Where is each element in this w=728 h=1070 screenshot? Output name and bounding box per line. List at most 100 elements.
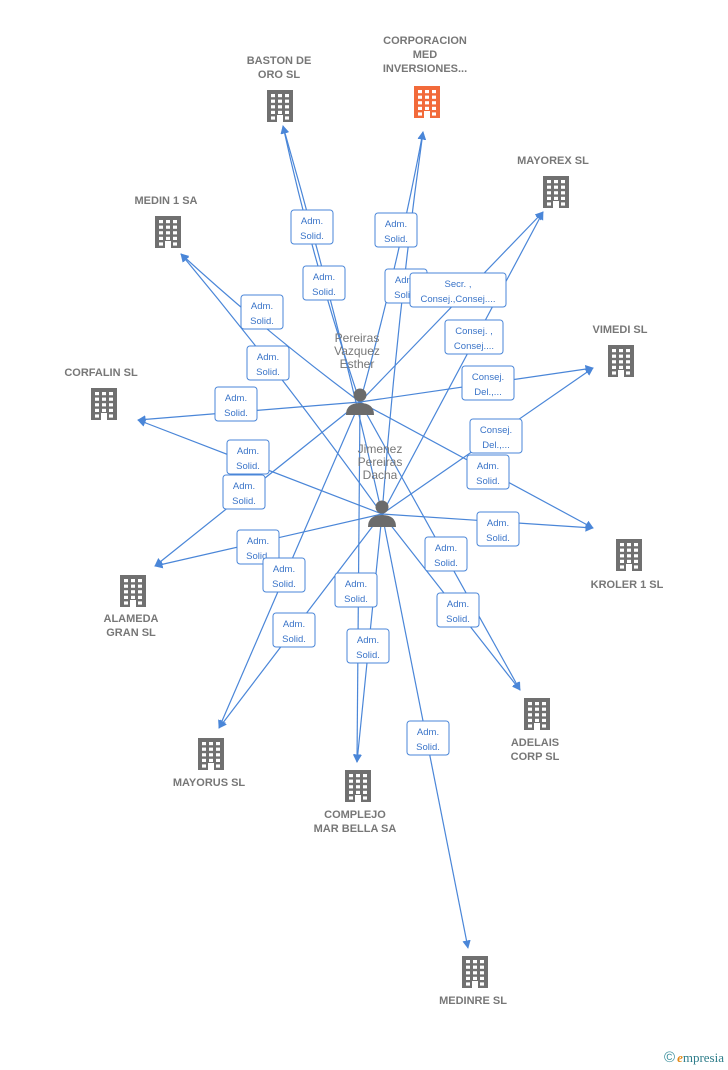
building-window xyxy=(216,758,220,762)
building-window xyxy=(418,112,422,116)
relation-label[interactable]: Adm.Solid. xyxy=(476,511,520,547)
relation-label[interactable]: Consej. ,Consej.... xyxy=(444,319,504,355)
building-window xyxy=(634,565,638,569)
building-window xyxy=(432,106,436,110)
company-label-line: CORPORACION xyxy=(383,35,467,47)
building-window xyxy=(547,202,551,206)
relation-label[interactable]: Consej.Del.,... xyxy=(461,365,515,401)
building-icon[interactable] xyxy=(267,90,293,122)
company-node-medin[interactable]: MEDIN 1 SA xyxy=(135,195,198,248)
relation-label-text-line: Adm. xyxy=(345,579,367,590)
relation-label-text-line: Solid. xyxy=(282,634,306,645)
building-window xyxy=(159,220,163,224)
empresia-logo[interactable]: ©empresia xyxy=(664,1049,724,1066)
building-icon[interactable] xyxy=(462,956,488,988)
building-icon[interactable] xyxy=(91,388,117,420)
building-window xyxy=(425,101,429,105)
relation-label[interactable]: Adm.Solid. xyxy=(334,572,378,608)
building-icon[interactable] xyxy=(524,698,550,730)
company-node-kroler[interactable]: KROLER 1 SL xyxy=(591,539,664,591)
building-door xyxy=(534,723,540,730)
building-window xyxy=(620,548,624,552)
building-icon[interactable] xyxy=(608,345,634,377)
building-icon[interactable] xyxy=(120,575,146,607)
company-label: CORFALIN SL xyxy=(64,367,138,379)
building-icon[interactable] xyxy=(543,176,569,208)
building-window xyxy=(554,185,558,189)
relation-label[interactable]: Adm.Solid. xyxy=(240,294,284,330)
relation-label-text-line: Adm. xyxy=(395,275,417,286)
relation-label[interactable]: Adm.Solid. xyxy=(466,454,510,490)
relation-label[interactable]: Adm.Solid. xyxy=(246,345,290,381)
relation-label[interactable]: Adm.Solid. xyxy=(236,529,280,565)
building-door xyxy=(130,600,136,607)
person-icon[interactable] xyxy=(368,500,396,528)
relation-label[interactable]: Adm.Solid. xyxy=(226,439,270,475)
building-window xyxy=(619,365,623,369)
company-label: MAYOREX SL xyxy=(517,155,589,167)
building-window xyxy=(480,976,484,980)
building-window xyxy=(131,579,135,583)
company-node-medinre[interactable]: MEDINRE SL xyxy=(439,956,507,1007)
building-window xyxy=(363,790,367,794)
company-label-line: MED xyxy=(413,49,438,61)
building-window xyxy=(466,982,470,986)
relation-label[interactable]: Adm.Solid. xyxy=(214,386,258,422)
building-window xyxy=(561,196,565,200)
relation-label-text: Adm.Solid. xyxy=(476,461,500,487)
building-icon[interactable] xyxy=(198,738,224,770)
relation-label-text: Adm.Solid. xyxy=(384,219,408,245)
building-window xyxy=(349,796,353,800)
relation-label[interactable]: Consej.Del.,... xyxy=(469,418,523,454)
relation-label[interactable]: Adm.Solid. xyxy=(262,557,306,593)
relation-label[interactable]: Adm.Solid. xyxy=(346,628,390,664)
person-label-line: Jimenez xyxy=(358,442,403,456)
building-icon[interactable] xyxy=(414,86,440,118)
relation-label[interactable]: Adm.Solid. xyxy=(424,536,468,572)
company-node-mayorus[interactable]: MAYORUS SL xyxy=(173,738,246,789)
relation-label-text-line: Consej. , xyxy=(455,326,493,337)
company-node-vimedi[interactable]: VIMEDI SL xyxy=(592,324,648,377)
building-window xyxy=(159,236,163,240)
company-node-mayorex[interactable]: MAYOREX SL xyxy=(517,155,589,208)
relation-label-text: Adm.Solid. xyxy=(416,727,440,753)
relation-label[interactable]: Adm.Solid. xyxy=(272,612,316,648)
company-node-corfalin[interactable]: CORFALIN SL xyxy=(64,367,138,420)
relation-label[interactable]: Adm.Solid. xyxy=(290,209,334,245)
building-window xyxy=(561,180,565,184)
relation-label[interactable]: Adm.Solid. xyxy=(374,212,418,248)
building-window xyxy=(627,548,631,552)
company-label-line: MAR BELLA SA xyxy=(314,823,397,835)
building-window xyxy=(109,392,113,396)
building-window xyxy=(535,713,539,717)
building-icon[interactable] xyxy=(616,539,642,571)
relation-label[interactable]: Adm.Solid. xyxy=(406,720,450,756)
relation-label[interactable]: Adm.Solid. xyxy=(302,265,346,301)
person-label-line: Pereiras xyxy=(358,455,403,469)
building-window xyxy=(535,707,539,711)
building-window xyxy=(138,595,142,599)
building-window xyxy=(619,360,623,364)
building-window xyxy=(528,702,532,706)
relation-label-text: Adm.Solid. xyxy=(246,536,270,562)
building-window xyxy=(124,590,128,594)
company-label: VIMEDI SL xyxy=(592,324,647,336)
building-window xyxy=(620,559,624,563)
building-icon[interactable] xyxy=(155,216,181,248)
building-window xyxy=(271,94,275,98)
relation-label[interactable]: Adm.Solid. xyxy=(436,592,480,628)
person-icon[interactable] xyxy=(346,388,374,416)
relation-label[interactable]: Secr. ,Consej.,Consej.... xyxy=(409,272,507,308)
relation-label[interactable]: Adm.Solid. xyxy=(222,474,266,510)
relation-label-text-line: Solid. xyxy=(434,558,458,569)
building-icon[interactable] xyxy=(345,770,371,802)
